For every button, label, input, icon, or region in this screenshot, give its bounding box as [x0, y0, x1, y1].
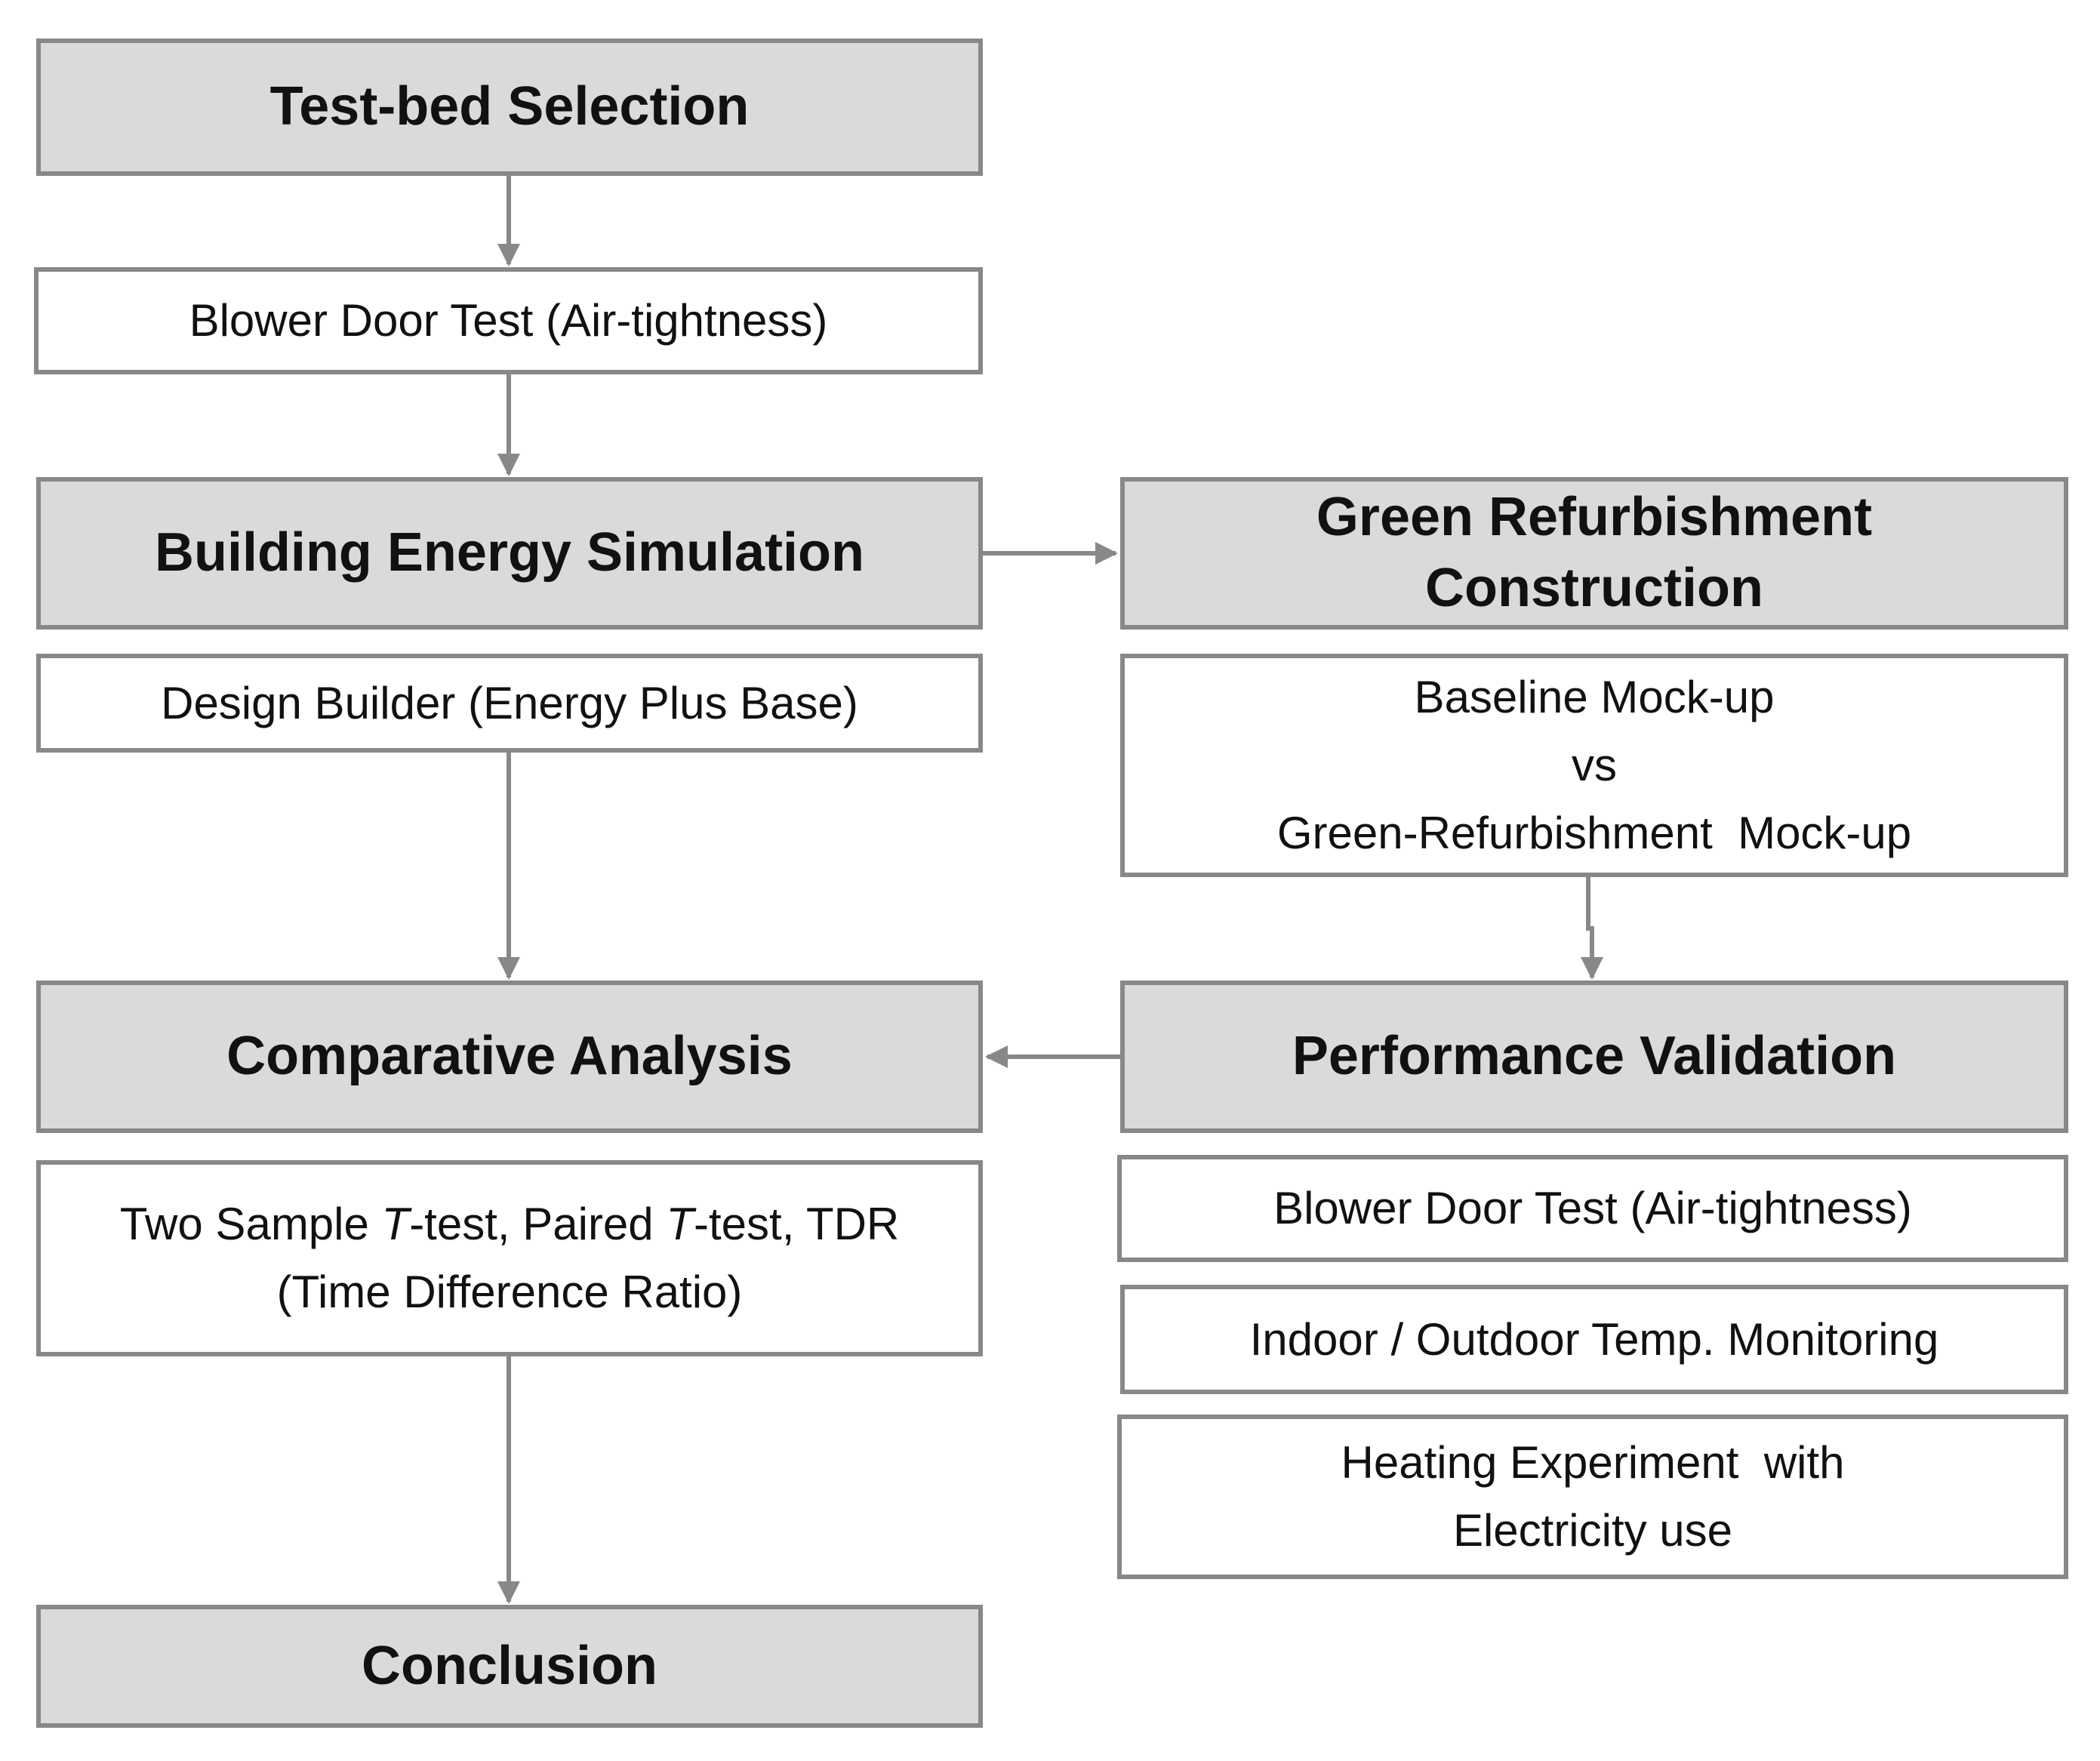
statistical-tests-line1: Two Sample T-test, Paired T-test, TDR [120, 1190, 900, 1258]
statistical-tests-line2: (Time Difference Ratio) [276, 1267, 743, 1317]
mockup-line3: Green-Refurbishment Mock-up [1276, 808, 1912, 858]
test-bed-selection-box: Test-bed Selection [36, 38, 983, 176]
heating-experiment-line1: Heating Experiment with [1341, 1437, 1845, 1488]
mockup-line2: vs [1572, 740, 1617, 790]
temp-monitoring-box: Indoor / Outdoor Temp. Monitoring [1120, 1285, 2068, 1394]
blower-door-test-box: Blower Door Test (Air-tightness) [34, 267, 983, 374]
building-energy-simulation-box: Building Energy Simulation [36, 477, 983, 630]
green-refurbishment-label-line2: Construction [1425, 558, 1763, 618]
ttest-text-part2: -test, Paired [409, 1199, 667, 1249]
ttest-text-part1: Two Sample [119, 1199, 382, 1249]
blower-door-test-validation-box: Blower Door Test (Air-tightness) [1117, 1155, 2068, 1262]
mockup-line1: Baseline Mock-up [1414, 672, 1775, 722]
ttest-text-part3: -test, TDR [694, 1199, 900, 1249]
heating-experiment-box: Heating Experiment with Electricity use [1117, 1415, 2068, 1579]
heating-experiment-line2: Electricity use [1452, 1505, 1733, 1556]
mockup-comparison-box: Baseline Mock-up vs Green-Refurbishment … [1120, 654, 2068, 877]
conclusion-label: Conclusion [362, 1635, 657, 1696]
comparative-analysis-label: Comparative Analysis [226, 1026, 793, 1087]
design-builder-box: Design Builder (Energy Plus Base) [36, 654, 983, 753]
ttest-italic-t1: T [381, 1199, 410, 1249]
temp-monitoring-label: Indoor / Outdoor Temp. Monitoring [1249, 1313, 1939, 1365]
blower-door-test-label: Blower Door Test (Air-tightness) [189, 295, 828, 346]
statistical-tests-box: Two Sample T-test, Paired T-test, TDR (T… [36, 1160, 983, 1356]
performance-validation-label: Performance Validation [1292, 1026, 1897, 1087]
blower-door-test-validation-label: Blower Door Test (Air-tightness) [1273, 1183, 1912, 1233]
conclusion-box: Conclusion [36, 1605, 983, 1728]
comparative-analysis-box: Comparative Analysis [36, 981, 983, 1133]
arrow-mockup-to-performance [1581, 877, 1603, 980]
design-builder-label: Design Builder (Energy Plus Base) [161, 677, 858, 728]
green-refurbishment-box: Green Refurbishment Construction [1120, 477, 2068, 630]
green-refurbishment-label-line1: Green Refurbishment [1316, 487, 1873, 548]
ttest-italic-t2: T [666, 1199, 694, 1249]
test-bed-selection-label: Test-bed Selection [269, 76, 750, 137]
performance-validation-box: Performance Validation [1120, 981, 2068, 1133]
building-energy-simulation-label: Building Energy Simulation [154, 522, 865, 583]
